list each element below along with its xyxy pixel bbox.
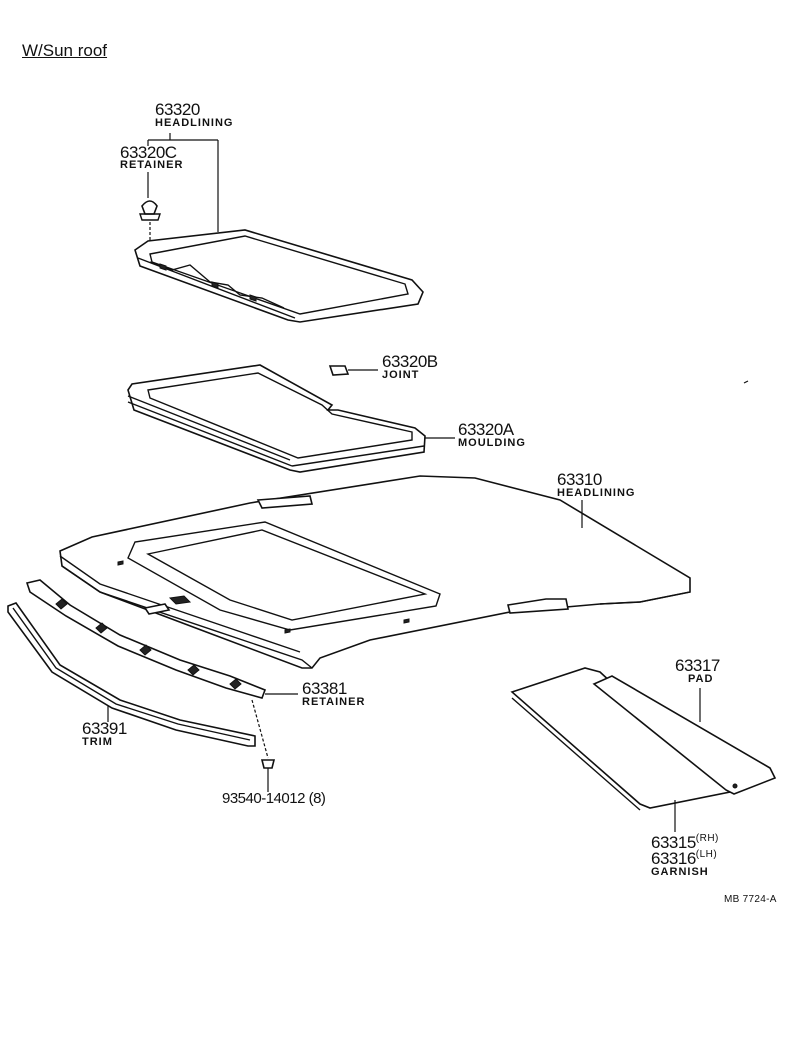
stray-mark: [743, 380, 749, 384]
part-name-headlining-main: HEADLINING: [557, 487, 636, 499]
part-name-joint: JOINT: [382, 369, 420, 381]
garnish-rh-side: (RH): [695, 833, 719, 844]
part-name-garnish: GARNISH: [651, 866, 709, 878]
joint-part: [328, 365, 378, 376]
part-number-retainer-c: 63320C: [120, 143, 177, 162]
part-name-retainer: RETAINER: [302, 696, 366, 708]
diagram-title: W/Sun roof: [22, 41, 108, 60]
clip-part: [251, 699, 276, 792]
part-number-pad: 63317: [675, 656, 720, 675]
part-number-headlining-main: 63310: [557, 470, 602, 489]
drawing-code: MB 7724-A: [724, 894, 777, 905]
part-name-retainer-c: RETAINER: [120, 159, 184, 171]
part-name-trim: TRIM: [82, 736, 113, 748]
part-number-joint: 63320B: [382, 352, 438, 371]
sunroof-headlining-part: [134, 229, 424, 323]
trim-part: [7, 602, 256, 747]
part-number-trim: 63391: [82, 719, 127, 738]
part-number-garnish-lh: 63316: [651, 849, 696, 868]
part-name-headlining-upper: HEADLINING: [155, 117, 234, 129]
moulding-part: [127, 364, 455, 473]
retainer-clip-part: [139, 200, 161, 240]
main-headlining-part: [59, 475, 691, 669]
garnish-rh-line: 63315(RH): [651, 834, 719, 852]
retainer-strip-part: [25, 579, 298, 699]
garnish-lh-side: (LH): [695, 849, 718, 860]
part-name-pad: PAD: [688, 673, 714, 685]
part-number-headlining-upper: 63320: [155, 100, 200, 119]
pad-part: [592, 675, 777, 795]
part-number-clip: 93540-14012 (8): [222, 790, 326, 807]
part-number-retainer: 63381: [302, 679, 347, 698]
part-number-garnish-rh: 63315: [651, 833, 696, 852]
part-number-moulding: 63320A: [458, 420, 514, 439]
garnish-lh-line: 63316(LH): [651, 850, 717, 868]
leader-headlining-upper: [147, 133, 219, 232]
part-name-moulding: MOULDING: [458, 437, 526, 449]
